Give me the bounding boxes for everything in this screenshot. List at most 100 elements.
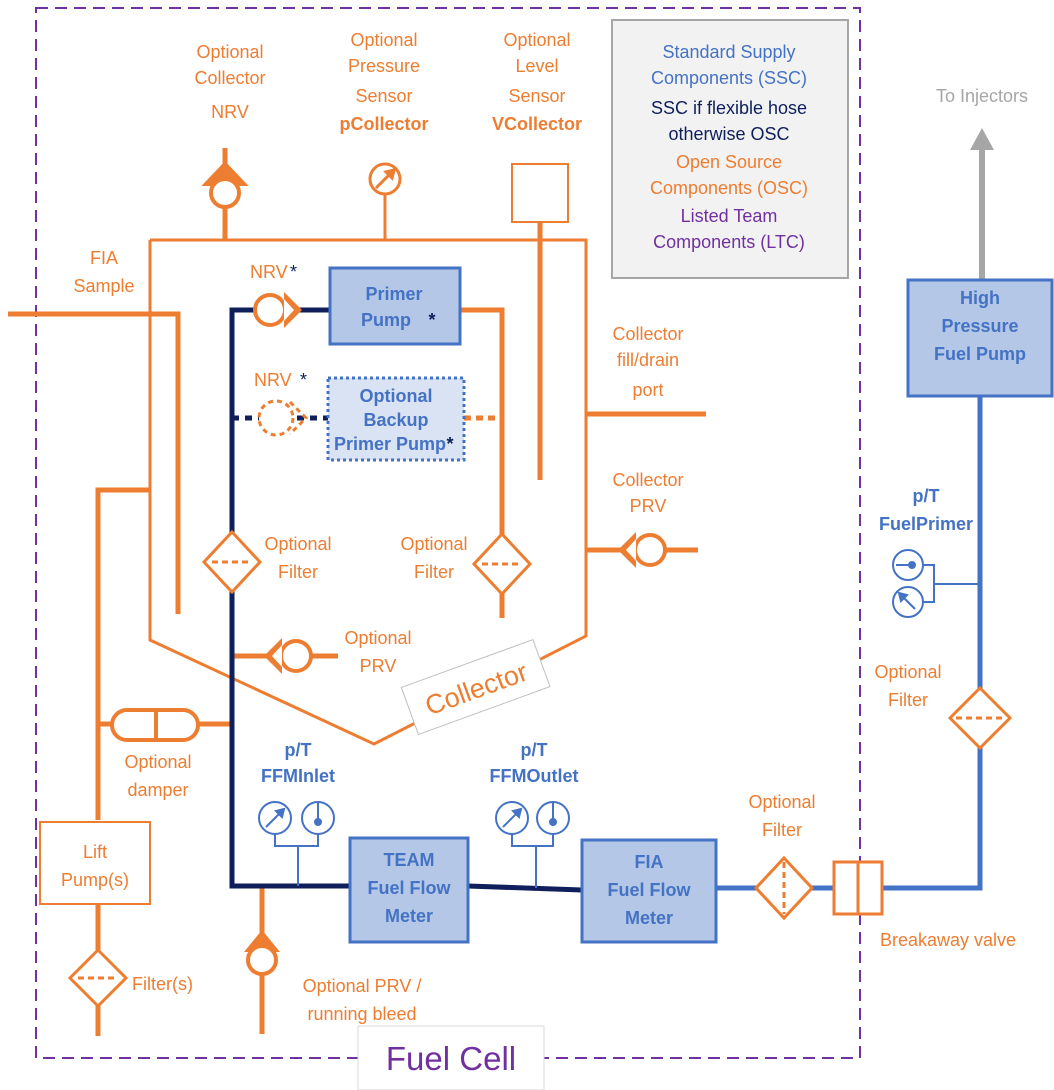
team-ffm-label: TEAM Fuel Flow Meter: [368, 850, 452, 926]
svg-text:Filter: Filter: [278, 562, 318, 582]
svg-text:Sensor: Sensor: [355, 86, 412, 106]
level-sensor-label: Optional Level Sensor VCollector: [492, 30, 582, 134]
svg-text:p/T: p/T: [285, 740, 312, 760]
svg-text:NRV: NRV: [250, 262, 288, 282]
svg-text:PRV: PRV: [360, 656, 397, 676]
legend-box: [611, 19, 849, 279]
filter-left-label: Optional Filter: [264, 534, 331, 582]
lift-pump-label: Lift Pump(s): [61, 842, 129, 890]
svg-text:Filter: Filter: [888, 690, 928, 710]
bleed-prv-label: Optional PRV / running bleed: [303, 976, 422, 1024]
svg-text:FFMInlet: FFMInlet: [261, 766, 335, 786]
hp-pump-label: High Pressure Fuel Pump: [934, 288, 1026, 364]
svg-text:PRV: PRV: [630, 496, 667, 516]
svg-text:*: *: [446, 434, 453, 454]
fuel-cell-label-box: [357, 1025, 545, 1090]
svg-text:Level: Level: [515, 56, 558, 76]
orange-pipes: [8, 148, 706, 1036]
svg-text:*: *: [300, 370, 307, 390]
svg-text:Components (OSC): Components (OSC): [650, 178, 808, 198]
ffm-outlet-label: p/T FFMOutlet: [490, 740, 579, 786]
svg-text:Collector: Collector: [612, 324, 683, 344]
svg-text:fill/drain: fill/drain: [617, 350, 679, 370]
filter-right-icon: [471, 531, 533, 597]
svg-text:FFMOutlet: FFMOutlet: [490, 766, 579, 786]
backup-primer-pump-box: [326, 376, 466, 462]
legend: Standard Supply Components (SSC) SSC if …: [650, 42, 808, 252]
svg-text:Collector: Collector: [194, 68, 265, 88]
hp-filter-label: Optional Filter: [874, 662, 941, 710]
fuel-primer-sensors-icon: [892, 549, 980, 618]
svg-text:Optional: Optional: [748, 792, 815, 812]
svg-text:p/T: p/T: [521, 740, 548, 760]
fia-sample-label: FIA Sample: [73, 248, 134, 296]
ffm-inlet-label: p/T FFMInlet: [261, 740, 335, 786]
svg-text:Filter: Filter: [414, 562, 454, 582]
svg-text:p/T: p/T: [913, 486, 940, 506]
ffm-outlet-sensors-icon: [495, 801, 570, 888]
lift-pump-box: [39, 821, 151, 905]
svg-text:Collector: Collector: [612, 470, 683, 490]
hp-filter-icon: [947, 685, 1013, 751]
svg-text:SSC if flexible hose: SSC if flexible hose: [651, 98, 807, 118]
svg-text:Meter: Meter: [625, 908, 673, 928]
svg-text:Lift: Lift: [83, 842, 107, 862]
to-injectors-label: To Injectors: [936, 86, 1028, 106]
bleed-prv-icon: [244, 930, 280, 976]
svg-text:FIA: FIA: [635, 852, 664, 872]
svg-text:pCollector: pCollector: [339, 114, 428, 134]
svg-text:Optional: Optional: [344, 628, 411, 648]
svg-text:Open Source: Open Source: [676, 152, 782, 172]
backup-primer-pump-label: Optional Backup Primer Pump *: [334, 386, 454, 454]
svg-text:Optional: Optional: [503, 30, 570, 50]
svg-text:Optional: Optional: [360, 386, 433, 406]
svg-text:Optional: Optional: [124, 752, 191, 772]
pressure-sensor-label: Optional Pressure Sensor pCollector: [339, 30, 428, 134]
svg-text:Standard Supply: Standard Supply: [662, 42, 795, 62]
svg-text:Sample: Sample: [73, 276, 134, 296]
svg-text:Optional: Optional: [400, 534, 467, 554]
primer-pump-box: [328, 266, 462, 346]
svg-text:Optional: Optional: [350, 30, 417, 50]
svg-text:Optional: Optional: [264, 534, 331, 554]
lift-filter-icon: [67, 947, 129, 1009]
to-injectors-arrowhead: [970, 128, 994, 150]
ffm-filter-icon: [753, 855, 815, 921]
svg-text:Pressure: Pressure: [941, 316, 1018, 336]
svg-text:*: *: [290, 262, 297, 282]
optional-prv-label: Optional PRV: [344, 628, 411, 676]
svg-text:Pump: Pump: [361, 310, 411, 330]
svg-text:Optional PRV /: Optional PRV /: [303, 976, 422, 996]
fia-ffm-label: FIA Fuel Flow Meter: [608, 852, 692, 928]
svg-text:damper: damper: [127, 780, 188, 800]
svg-text:Listed Team: Listed Team: [681, 206, 778, 226]
collector-prv-icon: [618, 532, 667, 568]
fuel-primer-label: p/T FuelPrimer: [879, 486, 973, 534]
svg-text:Pump(s): Pump(s): [61, 870, 129, 890]
svg-text:TEAM: TEAM: [384, 850, 435, 870]
svg-text:Backup: Backup: [363, 410, 428, 430]
backup-nrv-label: NRV *: [254, 370, 307, 390]
svg-text:Primer Pump: Primer Pump: [334, 434, 446, 454]
filters-label: Filter(s): [132, 974, 193, 994]
svg-text:otherwise OSC: otherwise OSC: [668, 124, 789, 144]
breakaway-valve-label: Breakaway valve: [880, 930, 1016, 950]
svg-text:Meter: Meter: [385, 906, 433, 926]
svg-text:Fuel Flow: Fuel Flow: [608, 880, 692, 900]
svg-text:Components (SSC): Components (SSC): [651, 68, 807, 88]
collector-prv-label: Collector PRV: [612, 470, 683, 516]
svg-text:running bleed: running bleed: [307, 1004, 416, 1024]
collector-label-box: Collector: [400, 638, 551, 736]
svg-text:Optional: Optional: [196, 42, 263, 62]
optional-prv-icon: [264, 638, 313, 674]
svg-text:High: High: [960, 288, 1000, 308]
svg-text:Primer: Primer: [365, 284, 422, 304]
damper-label: Optional damper: [124, 752, 191, 800]
svg-text:Pressure: Pressure: [348, 56, 420, 76]
collector-port-label: Collector fill/drain port: [612, 324, 683, 400]
svg-text:FuelPrimer: FuelPrimer: [879, 514, 973, 534]
svg-text:NRV: NRV: [254, 370, 292, 390]
fuel-cell-label: Fuel Cell: [386, 1040, 516, 1077]
svg-text:Components (LTC): Components (LTC): [653, 232, 805, 252]
